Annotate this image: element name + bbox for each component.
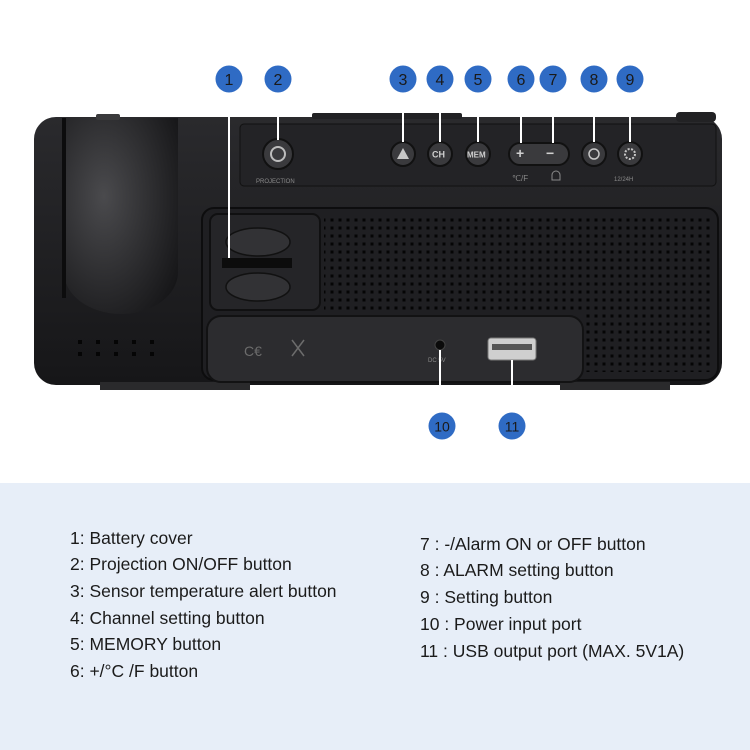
legend-item-1: 1: Battery cover	[70, 528, 193, 548]
ch-glyph: CH	[432, 150, 445, 160]
legend-item-9: 9 : Setting button	[420, 587, 553, 607]
plus-glyph: +	[516, 145, 524, 161]
legend-item-8: 8 : ALARM setting button	[420, 560, 614, 580]
svg-text:C€: C€	[244, 343, 262, 359]
clock-icon	[588, 148, 600, 160]
legend-panel: 1: Battery cover 2: Projection ON/OFF bu…	[0, 483, 750, 750]
callout-9: 9	[616, 65, 644, 93]
projection-print: PROJECTION	[256, 179, 295, 185]
svg-text:1: 1	[225, 72, 234, 89]
unit-print: ℃/F	[512, 174, 528, 183]
svg-text:4: 4	[436, 72, 445, 89]
legend-item-7: 7 : -/Alarm ON or OFF button	[420, 534, 646, 554]
callout-3: 3	[389, 65, 417, 93]
minus-glyph: −	[546, 145, 554, 161]
projection-button	[262, 138, 294, 170]
dc-print: DC 5V	[428, 358, 446, 364]
callout-7: 7	[539, 65, 567, 93]
legend-item-2: 2: Projection ON/OFF button	[70, 554, 292, 574]
product-photo: PROJECTION CH MEM + − ℃/F 12/24H	[34, 65, 722, 440]
gear-icon	[624, 148, 636, 160]
callout-markers: 1 2 3 4 5 6 7 8 9 10 11	[215, 65, 644, 440]
legend-item-11: 11 : USB output port (MAX. 5V1A)	[420, 641, 685, 661]
callout-4: 4	[426, 65, 454, 93]
svg-text:6: 6	[517, 72, 526, 89]
side-vent	[78, 340, 154, 356]
legend-item-10: 10 : Power input port	[420, 614, 582, 634]
svg-text:9: 9	[626, 72, 635, 89]
leader-lines	[228, 92, 631, 412]
svg-text:2: 2	[274, 72, 283, 89]
legend-item-5: 5: MEMORY button	[70, 634, 222, 654]
callout-10: 10	[428, 412, 456, 440]
legend-item-4: 4: Channel setting button	[70, 608, 265, 628]
callout-5: 5	[464, 65, 492, 93]
callout-8: 8	[580, 65, 608, 93]
svg-text:3: 3	[399, 72, 408, 89]
device-illustration: PROJECTION CH MEM + − ℃/F 12/24H	[34, 65, 722, 440]
legend-item-3: 3: Sensor temperature alert button	[70, 581, 337, 601]
port-plate	[206, 315, 584, 383]
svg-text:11: 11	[505, 419, 520, 435]
alarm-button	[581, 141, 607, 167]
callout-2: 2	[264, 65, 292, 93]
weee-icon	[291, 339, 305, 357]
setting-button	[617, 141, 643, 167]
callout-1: 1	[215, 65, 243, 93]
plus-minus-rocker	[508, 142, 570, 166]
svg-text:10: 10	[434, 419, 450, 435]
callout-6: 6	[507, 65, 535, 93]
bell-icon	[551, 170, 561, 181]
svg-text:7: 7	[549, 72, 558, 89]
legend-item-6: 6: +/°C /F button	[70, 661, 199, 681]
power-input-port	[434, 339, 446, 351]
projector-cylinder	[64, 118, 178, 314]
mem-glyph: MEM	[467, 151, 486, 160]
callout-11: 11	[498, 412, 526, 440]
clock-format-print: 12/24H	[614, 177, 633, 183]
svg-text:8: 8	[590, 72, 599, 89]
svg-text:5: 5	[474, 72, 483, 89]
